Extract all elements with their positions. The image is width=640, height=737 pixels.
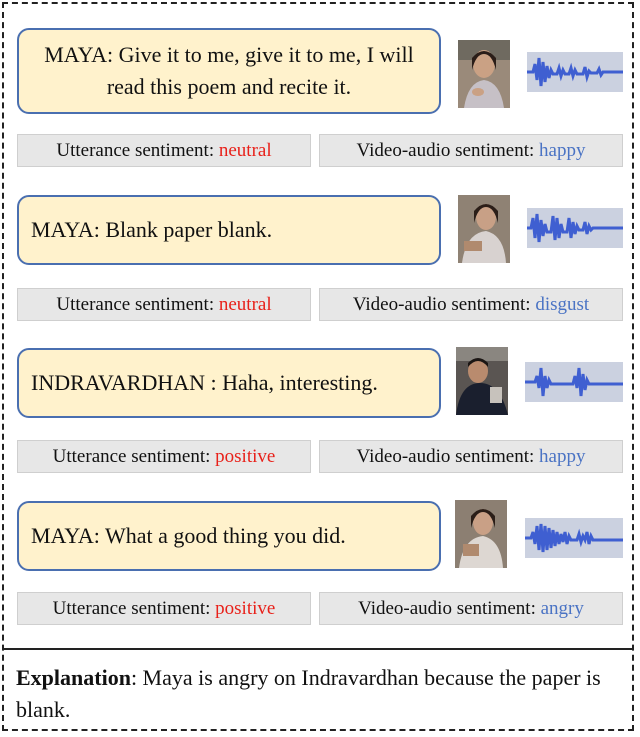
utterance-sentiment-label: Utterance sentiment: positive [17, 592, 311, 625]
utterance-bubble: MAYA: Blank paper blank. [17, 195, 441, 265]
utterance-bubble: INDRAVARDHAN : Haha, interesting. [17, 348, 441, 418]
video-frame-thumbnail [455, 500, 507, 568]
video-audio-sentiment-label: Video-audio sentiment: happy [319, 134, 623, 167]
video-audio-sentiment-value: angry [540, 598, 584, 619]
utterance-text: INDRAVARDHAN : Haha, interesting. [31, 370, 378, 395]
utterance-sentiment-value: positive [215, 446, 276, 467]
audio-waveform [527, 52, 623, 92]
explanation-label: Explanation [16, 665, 131, 690]
utterance-sentiment-value: positive [215, 598, 276, 619]
explanation: Explanation: Maya is angry on Indravardh… [16, 662, 616, 726]
audio-waveform [525, 362, 623, 402]
video-audio-sentiment-value: disgust [535, 294, 590, 315]
video-audio-sentiment-label: Video-audio sentiment: happy [319, 440, 623, 473]
video-audio-sentiment-label: Video-audio sentiment: disgust [319, 288, 623, 321]
video-frame-thumbnail [458, 40, 510, 108]
explanation-divider [2, 648, 634, 650]
audio-waveform [527, 208, 623, 248]
video-frame-thumbnail [458, 195, 510, 263]
utterance-sentiment-label: Utterance sentiment: neutral [17, 134, 311, 167]
utterance-text: MAYA: What a good thing you did. [31, 523, 346, 548]
figure-frame [2, 2, 634, 731]
explanation-text: : Maya is angry on Indravardhan because … [16, 665, 601, 722]
video-audio-sentiment-value: happy [539, 140, 586, 161]
video-audio-sentiment-value: happy [539, 446, 586, 467]
utterance-sentiment-label: Utterance sentiment: positive [17, 440, 311, 473]
utterance-bubble: MAYA: Give it to me, give it to me, I wi… [17, 28, 441, 114]
utterance-text: MAYA: Blank paper blank. [31, 217, 273, 242]
utterance-text: MAYA: Give it to me, give it to me, I wi… [44, 42, 414, 99]
utterance-sentiment-label: Utterance sentiment: neutral [17, 288, 311, 321]
video-frame-thumbnail [456, 347, 508, 415]
utterance-sentiment-value: neutral [218, 140, 272, 161]
video-audio-sentiment-label: Video-audio sentiment: angry [319, 592, 623, 625]
utterance-sentiment-value: neutral [218, 294, 272, 315]
audio-waveform [525, 518, 623, 558]
utterance-bubble: MAYA: What a good thing you did. [17, 501, 441, 571]
